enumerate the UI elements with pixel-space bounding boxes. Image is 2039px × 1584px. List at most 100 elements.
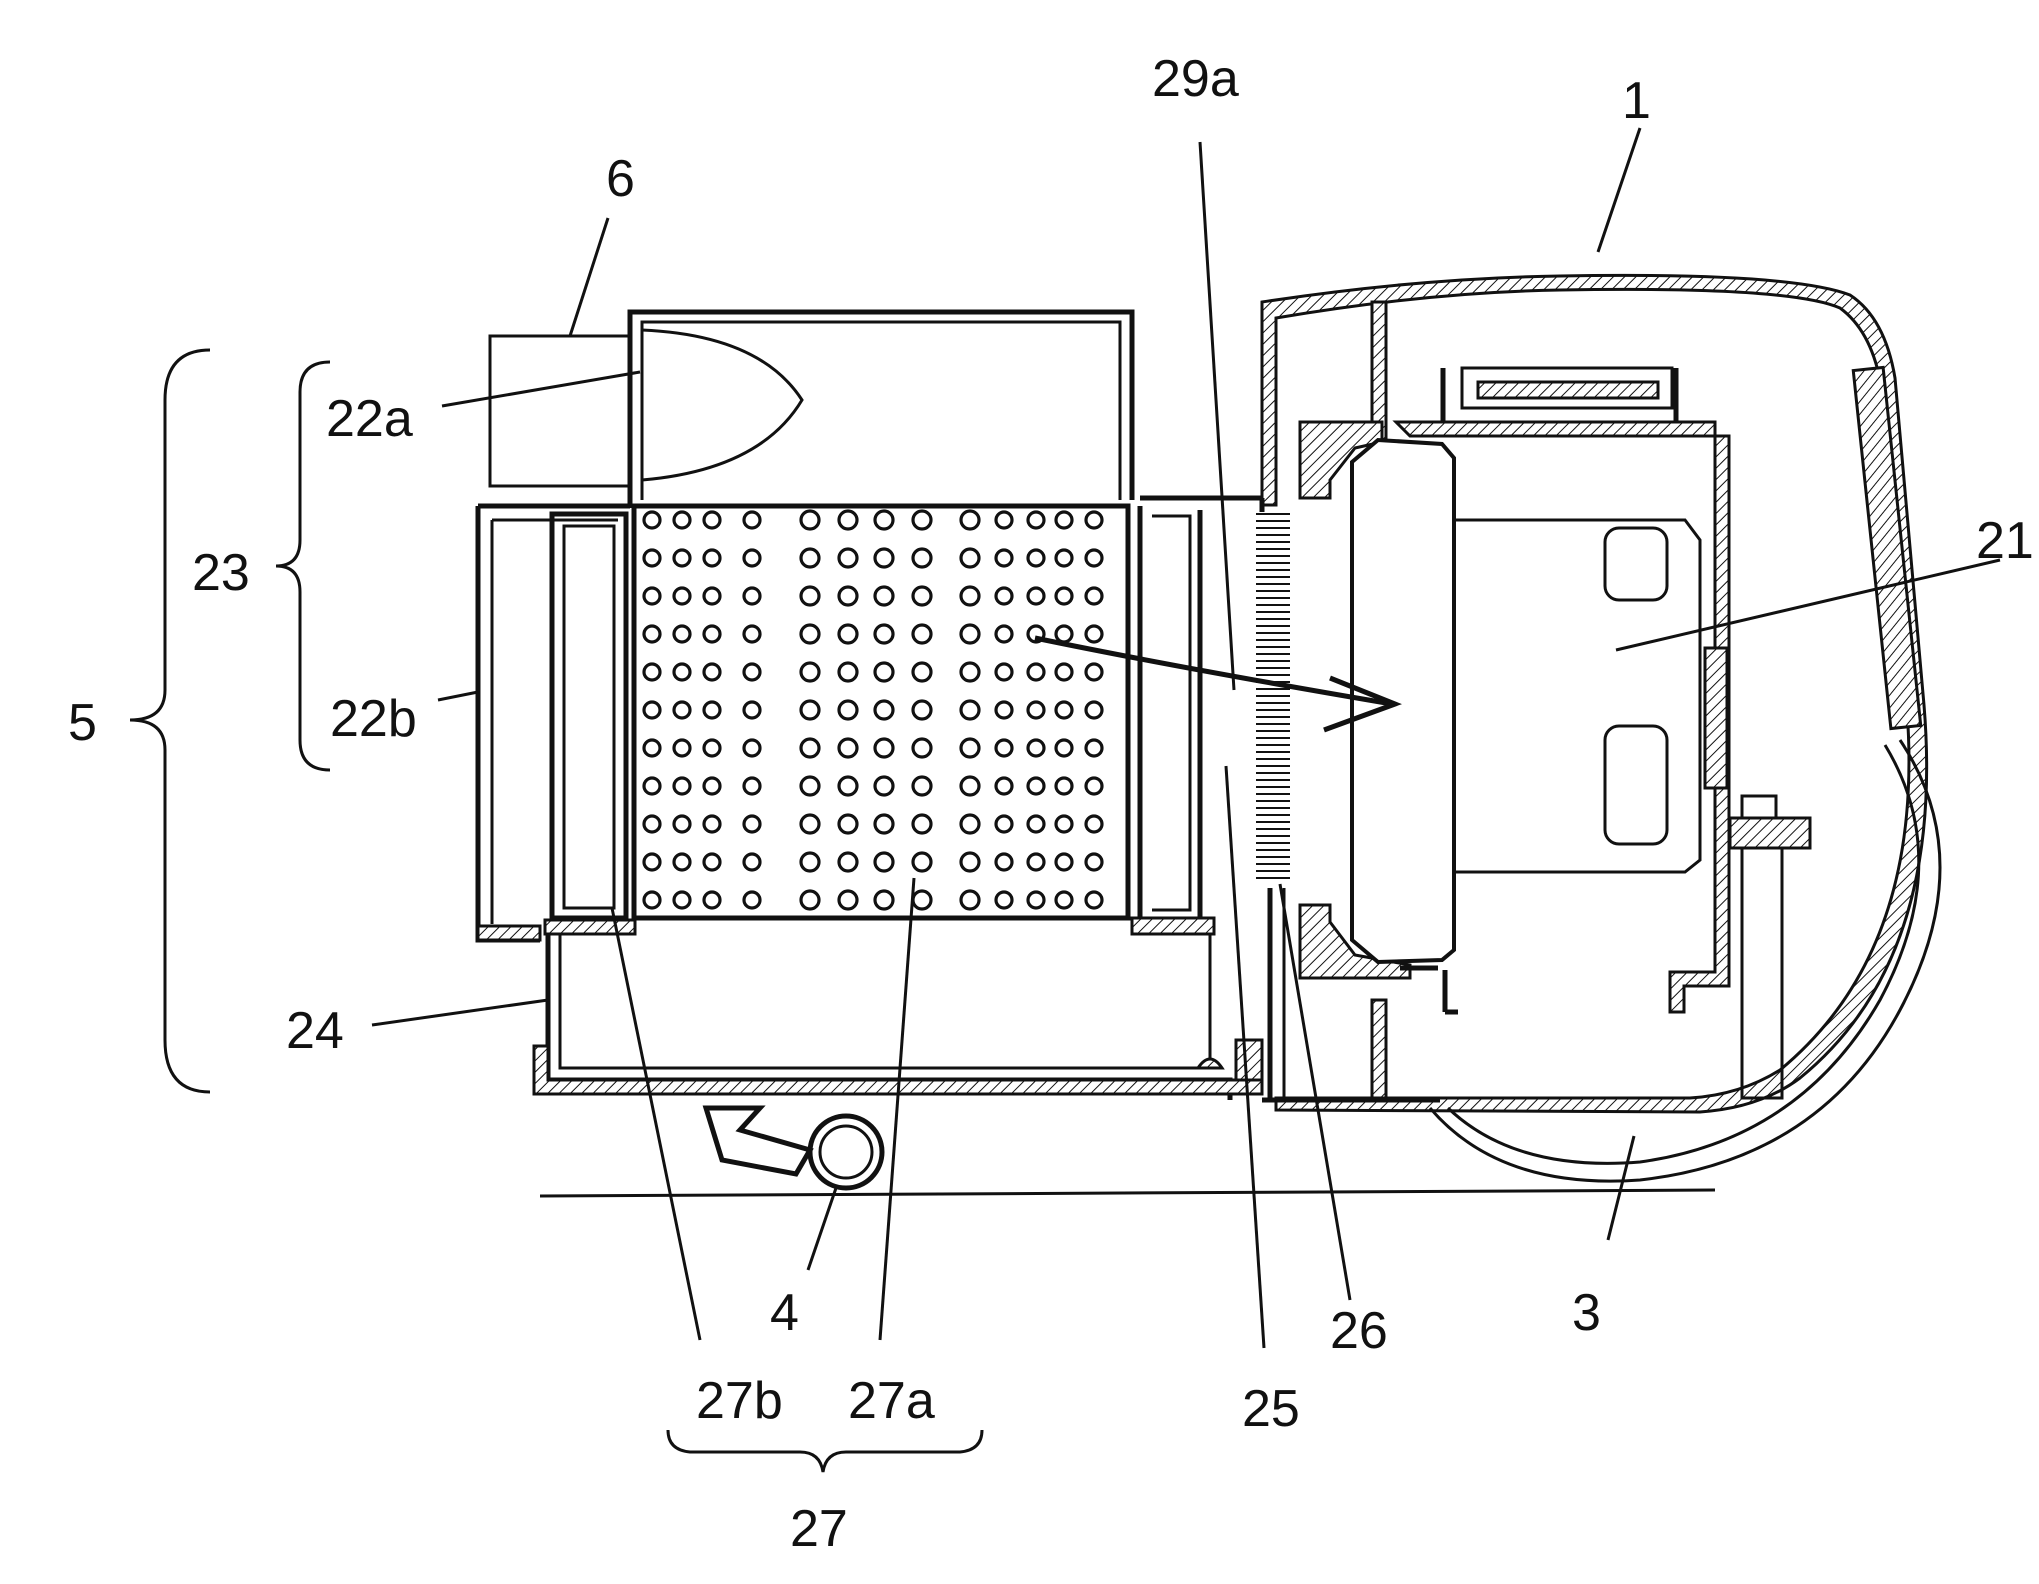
filter-hole [994, 738, 1014, 758]
label-6: 6 [606, 150, 635, 208]
filter-hole [672, 852, 692, 872]
filter-hole [799, 623, 821, 645]
filter-hole [1084, 852, 1104, 872]
motor-top-plate [1460, 366, 1674, 410]
filter-hole [642, 700, 662, 720]
filter-hole [672, 624, 692, 644]
filter-hole [1054, 738, 1074, 758]
filter-hole [911, 623, 933, 645]
filter-hole [642, 852, 662, 872]
label-24: 24 [286, 1002, 344, 1060]
filter-hole [742, 890, 762, 910]
filter-hole [742, 852, 762, 872]
leader-26 [1278, 883, 1352, 1301]
filter-hole [742, 738, 762, 758]
filter-hole [873, 889, 895, 911]
filter-hole [702, 662, 722, 682]
motor-support-bracket [1728, 816, 1812, 850]
leader-1 [1596, 127, 1642, 253]
label-27b: 27b [696, 1372, 783, 1430]
filter-hole [873, 623, 895, 645]
label-5: 5 [68, 694, 97, 752]
filter-hole [702, 852, 722, 872]
filter-hole [911, 775, 933, 797]
filter-hole [702, 814, 722, 834]
filter-hole [1054, 700, 1074, 720]
filter-hole [837, 737, 859, 759]
filter-hole [873, 661, 895, 683]
leader-3 [1606, 1135, 1636, 1241]
filter-hole [873, 699, 895, 721]
label-4: 4 [770, 1284, 799, 1342]
filter-hole [959, 889, 981, 911]
filter-hole [959, 623, 981, 645]
filter-hole [742, 662, 762, 682]
filter-hole [742, 548, 762, 568]
filter-hole [672, 510, 692, 530]
floor-line [539, 1188, 1716, 1198]
filter-hole [911, 661, 933, 683]
filter-hole [1054, 776, 1074, 796]
filter-hole [742, 586, 762, 606]
filter-hole [742, 814, 762, 834]
filter-hole [873, 813, 895, 835]
fan-impeller [1350, 437, 1456, 965]
filter-hole [911, 737, 933, 759]
filter-hole [642, 662, 662, 682]
motor-support-post [1740, 846, 1784, 1100]
filter-holes [642, 509, 1104, 911]
filter-hole [642, 586, 662, 606]
filter-hole [1026, 624, 1046, 644]
leader-4 [806, 1187, 838, 1271]
filter-hole [1084, 738, 1104, 758]
filter-hole [1026, 852, 1046, 872]
dust-box-lower-wall [545, 934, 1233, 1100]
filter-hole [1026, 814, 1046, 834]
filter-hole [1084, 776, 1104, 796]
main-body-shell [1260, 273, 1929, 1114]
wheel-mount [702, 1105, 814, 1177]
filter-hole [1084, 662, 1104, 682]
filter-hole [837, 699, 859, 721]
filter-right-frame-inner [1152, 514, 1192, 912]
dust-chamber-top-inner [640, 320, 1122, 500]
filter-hole [1026, 738, 1046, 758]
leader-24 [371, 998, 549, 1027]
filter-hole [837, 813, 859, 835]
exhaust-grille [1256, 513, 1290, 879]
filter-hole [1084, 890, 1104, 910]
filter-hole [911, 509, 933, 531]
filter-hole [642, 814, 662, 834]
filter-hole [702, 510, 722, 530]
filter-hole [672, 814, 692, 834]
filter-hole [799, 661, 821, 683]
wheel-inner [818, 1124, 874, 1180]
perforated-filter [631, 503, 1131, 921]
filter-sill-mid [543, 918, 637, 936]
filter-hole [799, 813, 821, 835]
filter-hole [799, 775, 821, 797]
filter-hole [994, 852, 1014, 872]
airflow-arrow-head [1323, 675, 1402, 733]
filter-hole [702, 776, 722, 796]
filter-hole [1054, 548, 1074, 568]
filter-hole [994, 662, 1014, 682]
leader-27a [878, 877, 916, 1341]
filter-hole [642, 624, 662, 644]
label-27a: 27a [848, 1372, 935, 1430]
filter-hole [994, 776, 1014, 796]
motor-top-plate-inner [1476, 380, 1660, 400]
leader-29a [1198, 141, 1236, 691]
leader-27b [610, 907, 702, 1341]
filter-hole [642, 776, 662, 796]
filter-hole [1054, 852, 1074, 872]
filter-hole [799, 585, 821, 607]
leader-21 [1615, 558, 2001, 652]
filter-hole [959, 509, 981, 531]
filter-hole [642, 548, 662, 568]
filter-sill-left [476, 924, 542, 942]
filter-hole [1054, 586, 1074, 606]
filter-hole [672, 586, 692, 606]
filter-hole [959, 813, 981, 835]
filter-hole [837, 889, 859, 911]
